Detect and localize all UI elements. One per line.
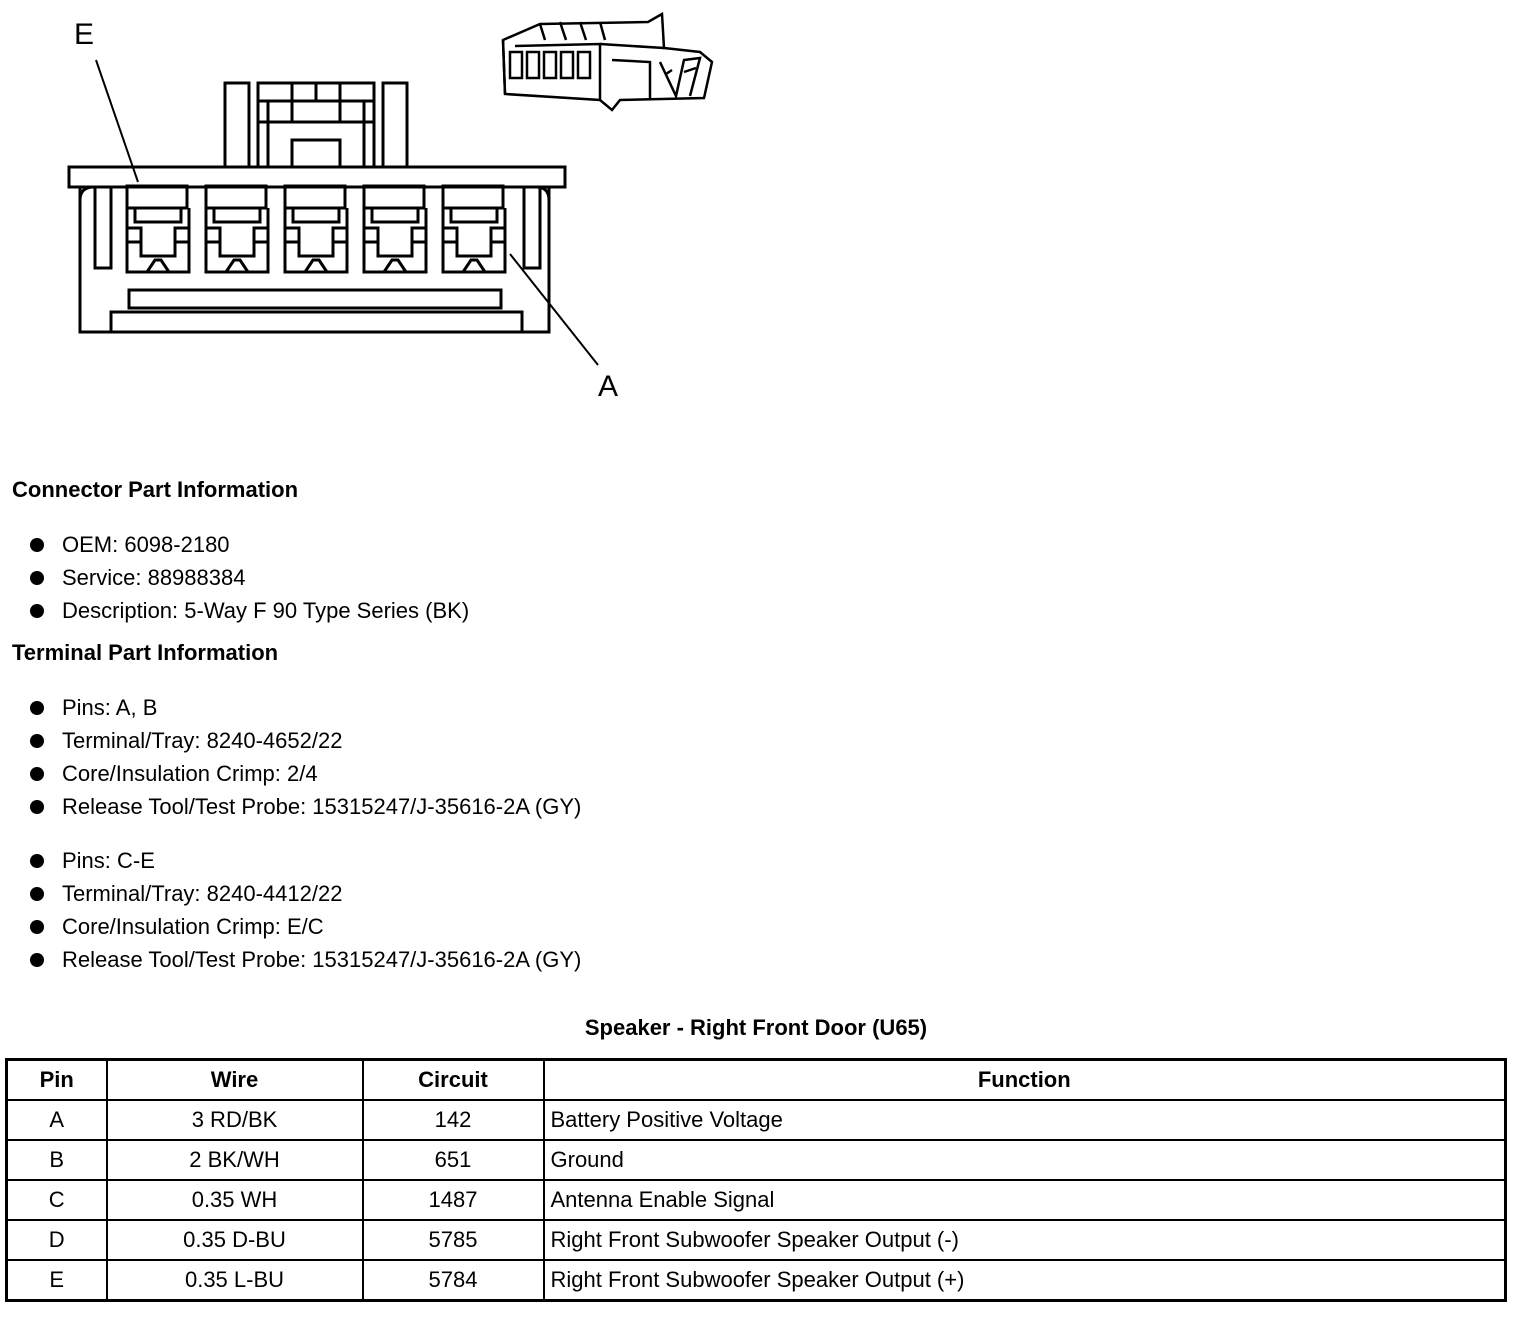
cell-wire: 0.35 WH bbox=[105, 1179, 364, 1221]
table-row: B 2 BK/WH 651 Ground bbox=[5, 1139, 1507, 1181]
pinout-table: Pin Wire Circuit Function A 3 RD/BK 142 … bbox=[5, 1058, 1507, 1302]
bullet-icon bbox=[30, 800, 44, 814]
cell-circuit: 651 bbox=[361, 1139, 545, 1181]
list-item: Pins: A, B bbox=[28, 691, 581, 724]
table-row: E 0.35 L-BU 5784 Right Front Subwoofer S… bbox=[5, 1259, 1507, 1302]
column-header-pin: Pin bbox=[5, 1058, 108, 1101]
leader-line-e bbox=[95, 59, 139, 183]
terminal-group-1-list: Pins: A, B Terminal/Tray: 8240-4652/22 C… bbox=[28, 691, 581, 823]
terminal-cavity bbox=[125, 184, 191, 274]
connector-part-info-list: OEM: 6098-2180 Service: 88988384 Descrip… bbox=[28, 528, 469, 627]
cell-function: Ground bbox=[542, 1139, 1507, 1181]
column-header-function: Function bbox=[542, 1058, 1507, 1101]
cell-function: Antenna Enable Signal bbox=[542, 1179, 1507, 1221]
table-header-row: Pin Wire Circuit Function bbox=[5, 1058, 1507, 1101]
connector-front-view bbox=[67, 81, 567, 334]
cell-pin: C bbox=[5, 1179, 108, 1221]
bullet-icon bbox=[30, 854, 44, 868]
bullet-icon bbox=[30, 571, 44, 585]
bullet-icon bbox=[30, 604, 44, 618]
cell-function: Right Front Subwoofer Speaker Output (+) bbox=[542, 1259, 1507, 1302]
cell-pin: B bbox=[5, 1139, 108, 1181]
table-title: Speaker - Right Front Door (U65) bbox=[584, 1015, 928, 1040]
list-item: Pins: C-E bbox=[28, 844, 581, 877]
cell-circuit: 5784 bbox=[361, 1259, 545, 1302]
list-item: Release Tool/Test Probe: 15315247/J-3561… bbox=[28, 943, 581, 976]
column-header-wire: Wire bbox=[105, 1058, 364, 1101]
leader-line-a bbox=[509, 253, 599, 366]
cell-pin: E bbox=[5, 1259, 108, 1302]
cell-circuit: 5785 bbox=[361, 1219, 545, 1261]
bullet-icon bbox=[30, 920, 44, 934]
terminal-cavity bbox=[362, 184, 428, 274]
table-row: D 0.35 D-BU 5785 Right Front Subwoofer S… bbox=[5, 1219, 1507, 1261]
cell-function: Right Front Subwoofer Speaker Output (-) bbox=[542, 1219, 1507, 1261]
bullet-icon bbox=[30, 734, 44, 748]
list-item: Core/Insulation Crimp: 2/4 bbox=[28, 757, 581, 790]
pin-callout-a: A bbox=[598, 370, 619, 403]
bullet-icon bbox=[30, 887, 44, 901]
terminal-cavity bbox=[441, 184, 507, 274]
terminal-group-2-list: Pins: C-E Terminal/Tray: 8240-4412/22 Co… bbox=[28, 844, 581, 976]
bullet-icon bbox=[30, 538, 44, 552]
bullet-icon bbox=[30, 767, 44, 781]
list-item: Terminal/Tray: 8240-4652/22 bbox=[28, 724, 581, 757]
pin-callout-e: E bbox=[74, 18, 95, 51]
list-item: Release Tool/Test Probe: 15315247/J-3561… bbox=[28, 790, 581, 823]
cell-pin: D bbox=[5, 1219, 108, 1261]
cell-wire: 0.35 L-BU bbox=[105, 1259, 364, 1302]
terminal-cavity bbox=[283, 184, 349, 274]
list-item: Terminal/Tray: 8240-4412/22 bbox=[28, 877, 581, 910]
terminal-part-info-heading: Terminal Part Information bbox=[12, 640, 279, 665]
table-row: A 3 RD/BK 142 Battery Positive Voltage bbox=[5, 1099, 1507, 1141]
list-item: Service: 88988384 bbox=[28, 561, 469, 594]
cell-pin: A bbox=[5, 1099, 108, 1141]
bullet-icon bbox=[30, 701, 44, 715]
terminal-cavity bbox=[204, 184, 270, 274]
list-item: Description: 5-Way F 90 Type Series (BK) bbox=[28, 594, 469, 627]
cell-function: Battery Positive Voltage bbox=[542, 1099, 1507, 1141]
cell-wire: 3 RD/BK bbox=[105, 1099, 364, 1141]
table-row: C 0.35 WH 1487 Antenna Enable Signal bbox=[5, 1179, 1507, 1221]
cell-circuit: 1487 bbox=[361, 1179, 545, 1221]
list-item: OEM: 6098-2180 bbox=[28, 528, 469, 561]
connector-face-diagram bbox=[67, 11, 714, 366]
list-item: Core/Insulation Crimp: E/C bbox=[28, 910, 581, 943]
bullet-icon bbox=[30, 953, 44, 967]
cell-wire: 0.35 D-BU bbox=[105, 1219, 364, 1261]
cell-circuit: 142 bbox=[361, 1099, 545, 1141]
connector-part-info-heading: Connector Part Information bbox=[12, 477, 299, 502]
connector-isometric-view bbox=[501, 11, 714, 112]
cell-wire: 2 BK/WH bbox=[105, 1139, 364, 1181]
column-header-circuit: Circuit bbox=[361, 1058, 545, 1101]
